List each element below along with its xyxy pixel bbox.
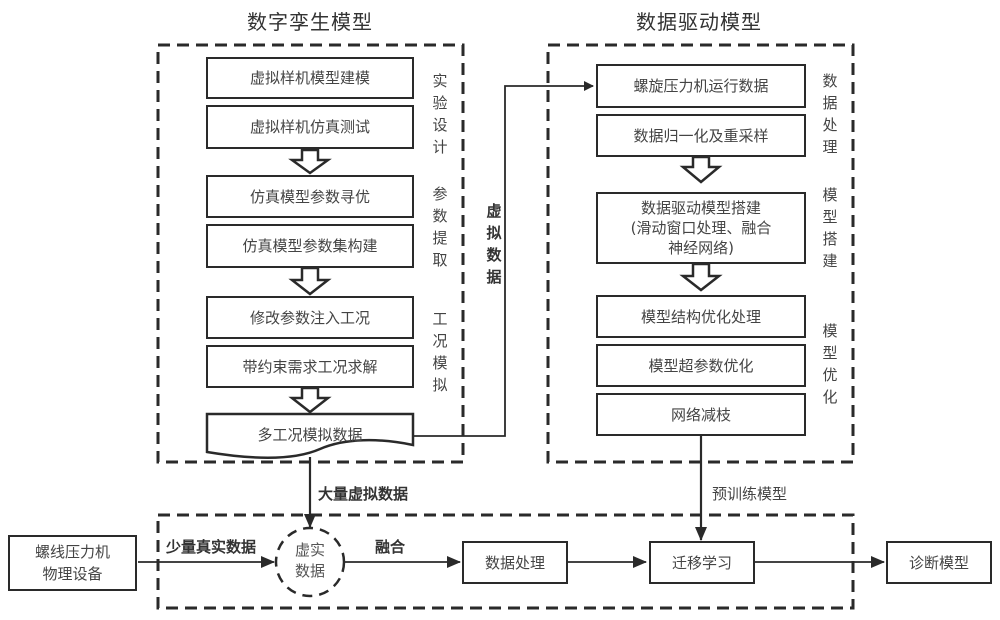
normalize-resample-box: 数据归一化及重采样 [596,114,806,157]
virtual-data-connector [413,81,594,437]
side-label-model-building: 模型搭建 [822,186,838,270]
structure-optimization-box: 模型结构优化处理 [596,295,806,338]
data-driven-title: 数据驱动模型 [636,10,762,34]
block-arrow-down [288,148,332,414]
network-pruning-box: 网络减枝 [596,393,806,436]
param-optimization-box: 仿真模型参数寻优 [206,175,414,218]
data-processing-box: 数据处理 [462,541,568,584]
side-label-model-optimization: 模型优化 [822,322,838,406]
block-arrow-down [679,155,723,292]
small-real-data-label: 少量真实数据 [166,538,257,556]
inject-conditions-box: 修改参数注入工况 [206,296,414,339]
side-label-condition-simulation: 工况模拟 [432,310,448,394]
transfer-learning-box: 迁移学习 [649,541,755,584]
fusion-label: 融合 [375,538,406,556]
virtual-real-data-label: 虚实 数据 [294,541,325,580]
pretrained-model-label: 预训练模型 [712,485,788,503]
diagnosis-model-box: 诊断模型 [886,541,992,584]
large-virtual-data-label: 大量虚拟数据 [318,485,409,503]
multi-condition-data-label: 多工况模拟数据 [257,426,363,444]
multi-condition-data-document [205,412,415,459]
physical-device-box: 螺线压力机 物理设备 [8,535,137,591]
side-label-experiment-design: 实验设计 [432,72,448,156]
hyperparam-optimization-box: 模型超参数优化 [596,344,806,387]
constrained-solve-box: 带约束需求工况求解 [206,345,414,388]
virtual-data-label: 虚拟数据 [486,202,502,286]
virtual-prototype-modeling-box: 虚拟样机模型建模 [206,57,414,99]
virtual-prototype-test-box: 虚拟样机仿真测试 [206,105,414,149]
digital-twin-title: 数字孪生模型 [247,10,373,34]
side-label-data-processing: 数据处理 [822,72,838,156]
side-label-param-extraction: 参数提取 [432,185,448,269]
param-set-construction-box: 仿真模型参数集构建 [206,224,414,268]
press-operation-data-box: 螺旋压力机运行数据 [596,64,806,108]
model-build-box: 数据驱动模型搭建 (滑动窗口处理、融合 神经网络) [596,192,806,264]
